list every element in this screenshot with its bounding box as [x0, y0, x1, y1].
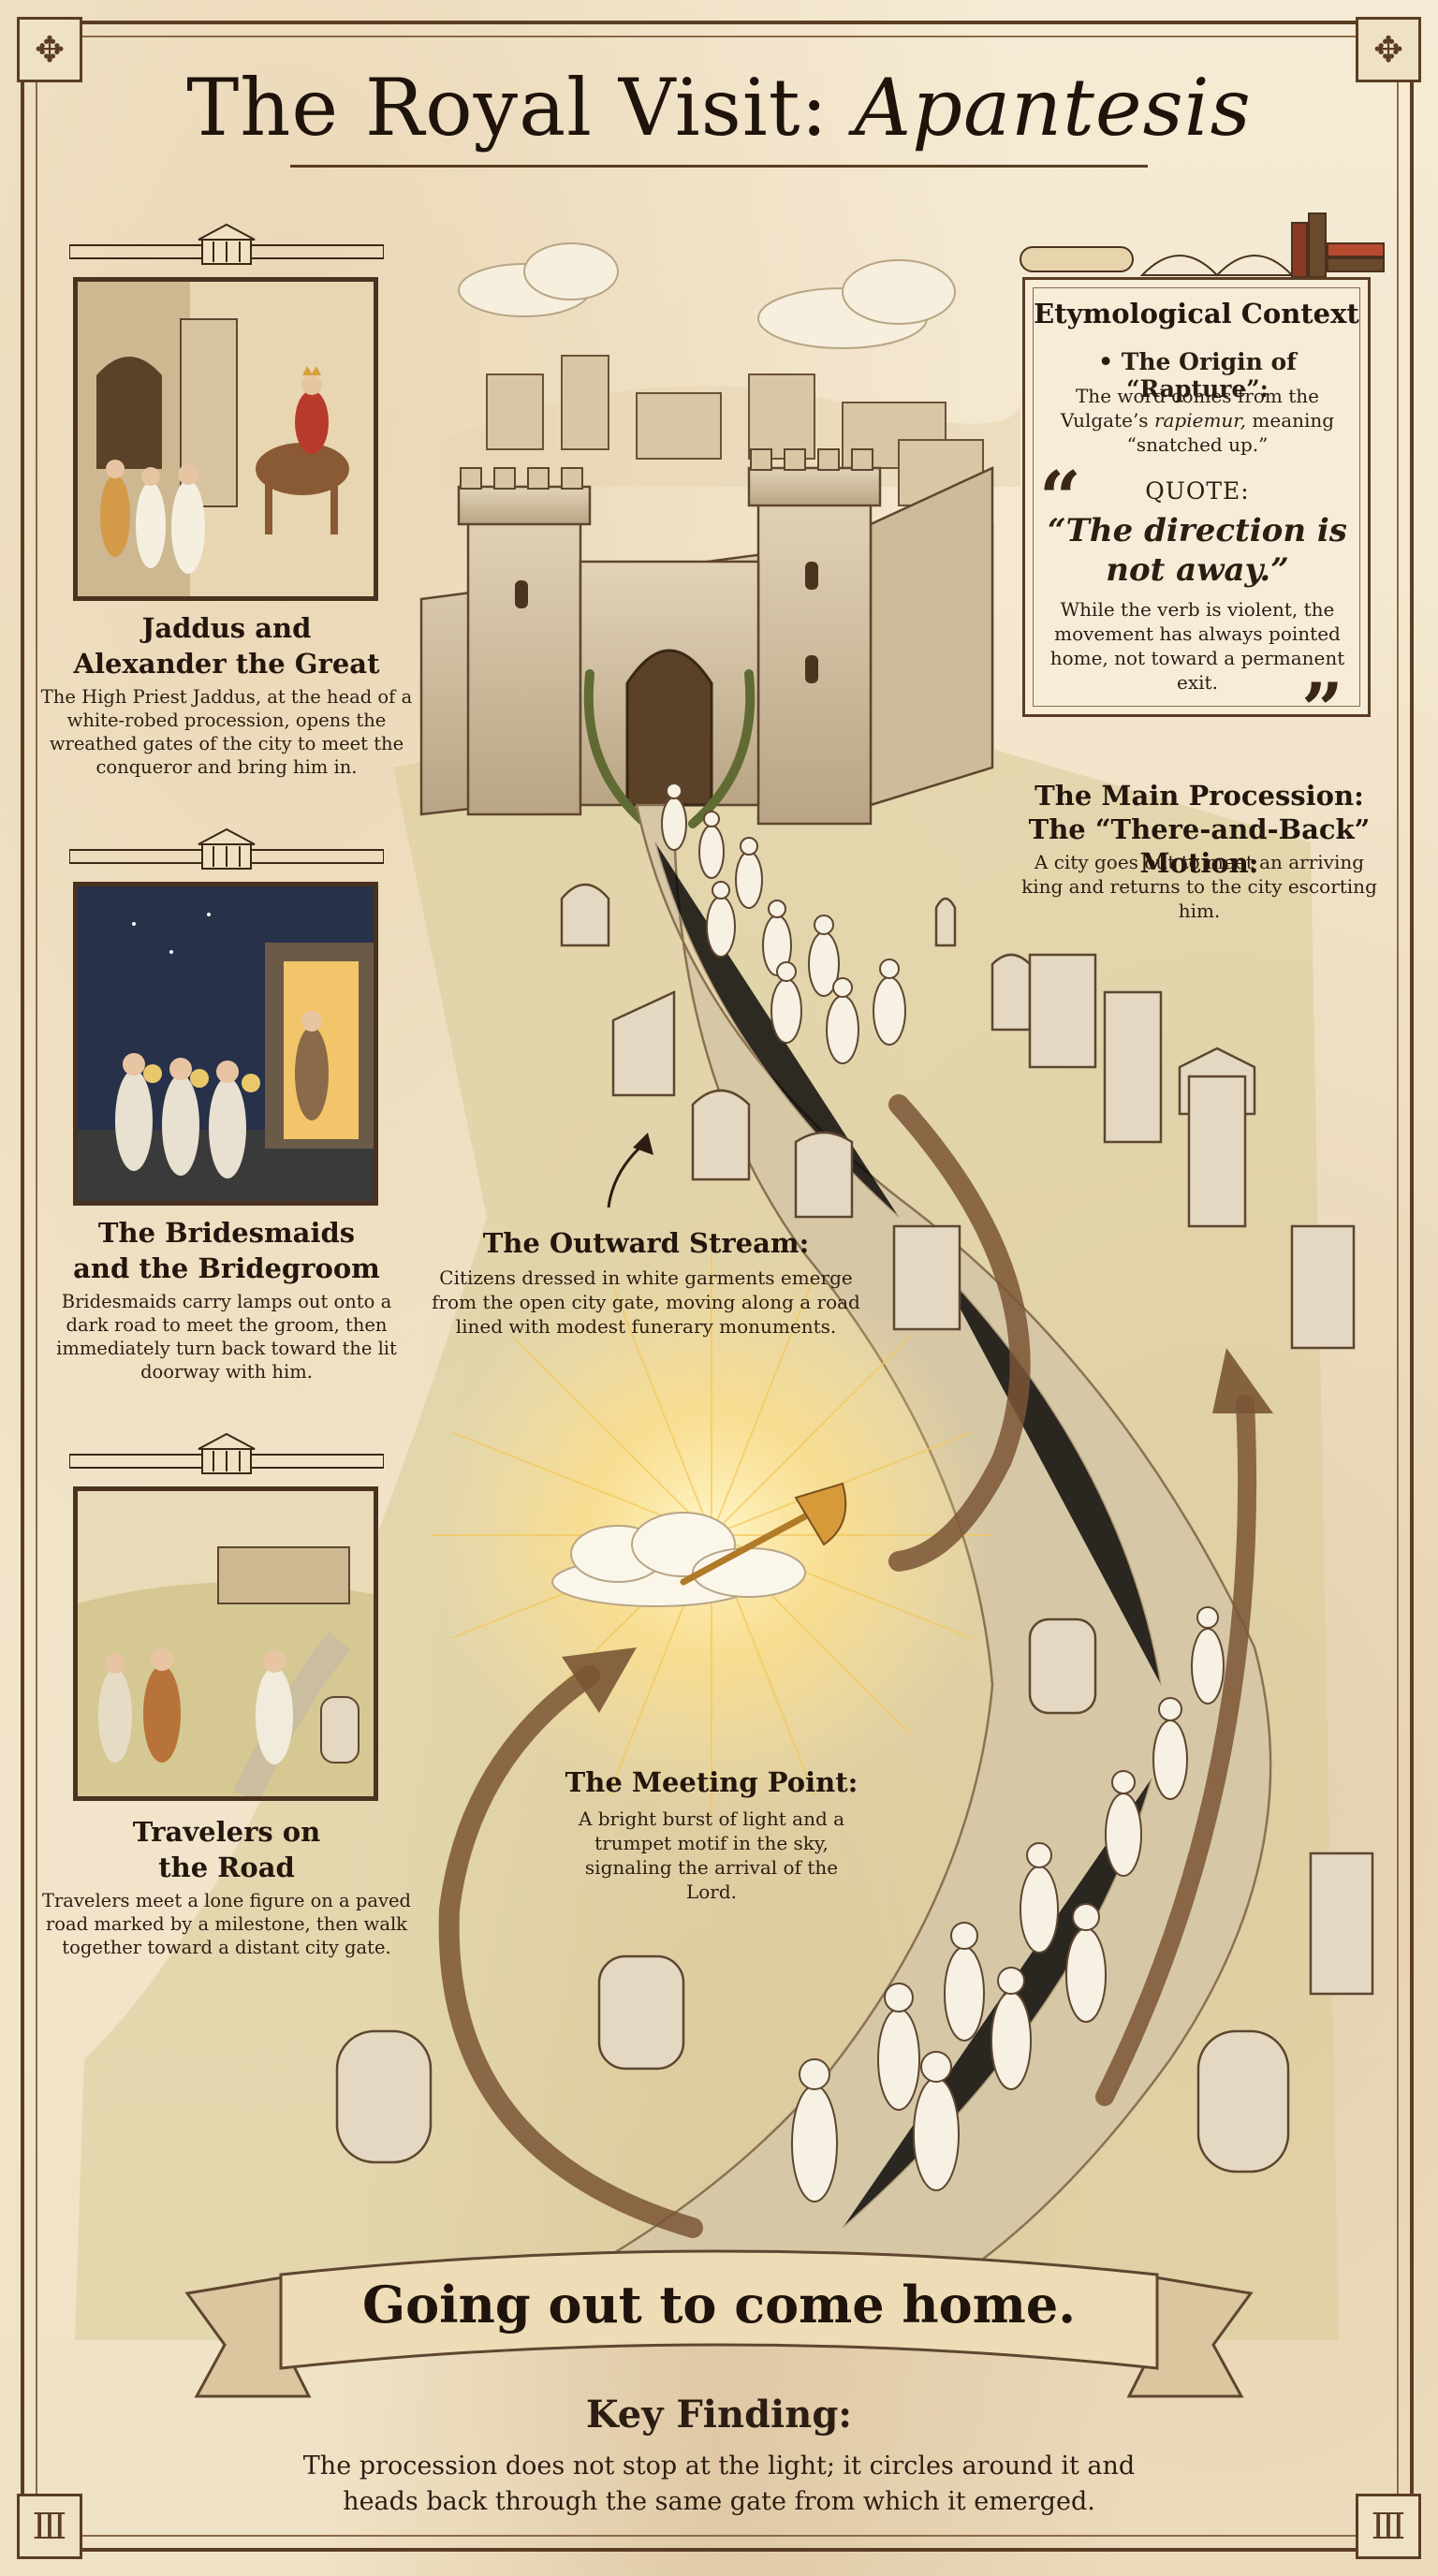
- returning-figure: [791, 1606, 1225, 2203]
- outward-stream-title: The Outward Stream:: [482, 1227, 810, 1259]
- outward-stream-caption: Citizens dressed in white garments emerg…: [432, 1266, 860, 1338]
- column-icon: Ⅲ: [1356, 2494, 1421, 2559]
- banner-ribbon: [184, 2249, 1254, 2398]
- temple-icon: [69, 1432, 384, 1474]
- cloud-icon: [458, 242, 956, 349]
- corner-ornament-icon: ✥: [1356, 17, 1421, 82]
- corner-ornament-icon: ✥: [17, 17, 82, 82]
- key-finding-title: Key Finding:: [585, 2393, 853, 2437]
- outer-frame: [21, 21, 1414, 2552]
- page-title: The Royal Visit: Apantesis: [186, 62, 1252, 154]
- etymology-box: [1022, 277, 1371, 717]
- temple-icon: [69, 223, 384, 265]
- etymology-subtitle: • The Origin of “Rapture”:: [1098, 348, 1297, 402]
- etymology-title: Etymological Context: [1034, 298, 1359, 329]
- panel-bridesmaids-caption: Bridesmaids carry lamps out onto a dark …: [56, 1291, 397, 1383]
- panel-jaddus-caption: The High Priest Jaddus, at the head of a…: [40, 686, 413, 778]
- main-procession-caption: A city goes out to meet an arriving king…: [1021, 851, 1377, 922]
- trumpet-icon: [680, 1482, 847, 1586]
- meeting-point-title: The Meeting Point:: [565, 1766, 858, 1798]
- etymology-body: The word comes from the Vulgate’s rapiem…: [1060, 385, 1335, 456]
- quote-label: QUOTE:: [1145, 477, 1250, 505]
- motion-arrows: [438, 1094, 1257, 2238]
- key-finding-body: The procession does not stop at the ligh…: [302, 2452, 1136, 2516]
- title-underline: [290, 165, 1148, 168]
- main-procession-title: The Main Procession:The “There-and-Back”…: [1028, 780, 1371, 879]
- etymology-note: While the verb is violent, the movement …: [1049, 598, 1345, 694]
- banner-slogan: Going out to come home.: [361, 2275, 1076, 2334]
- panel-bridesmaids-image: [73, 882, 378, 1206]
- temple-icon: [69, 827, 384, 870]
- column-icon: Ⅲ: [17, 2494, 82, 2559]
- citizen-figure: [661, 783, 906, 1064]
- panel-jaddus-image: [73, 277, 378, 601]
- quote-open-icon: “: [1039, 456, 1081, 541]
- quote-text: “The direction is not away.”: [1048, 512, 1347, 589]
- panel-travelers-image: [73, 1486, 378, 1801]
- inner-frame: [36, 36, 1399, 2537]
- quote-close-icon: ”: [1301, 667, 1343, 753]
- meeting-point-caption: A bright burst of light and a trumpet mo…: [578, 1808, 845, 1903]
- books-icon: [1020, 212, 1385, 278]
- panel-travelers-caption: Travelers meet a lone figure on a paved …: [41, 1890, 412, 1958]
